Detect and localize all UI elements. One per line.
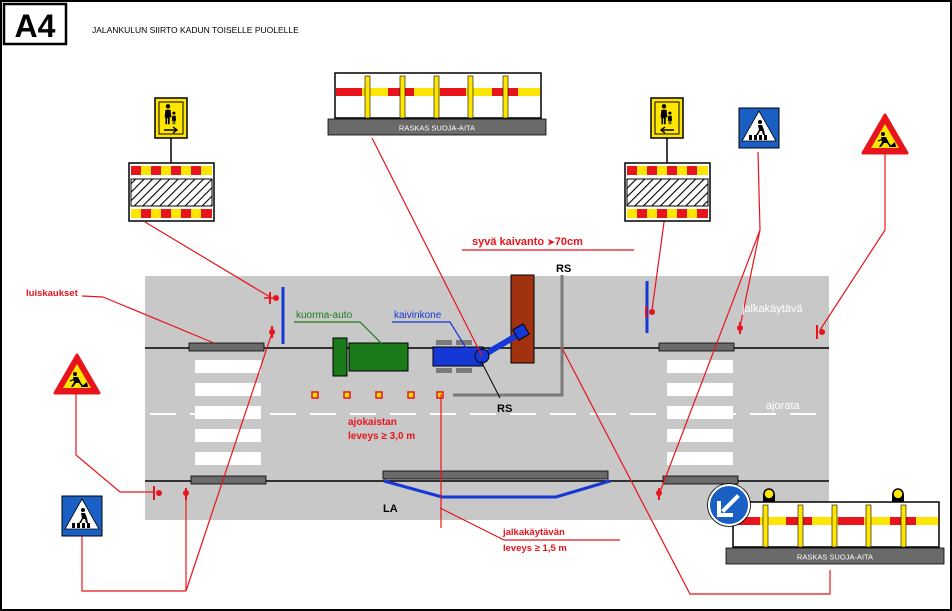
- heavy-barrier-top: RASKAS SUOJA-AITA: [327, 72, 547, 136]
- barrier-board-left: [128, 162, 215, 222]
- diagram-code: A4: [15, 8, 56, 44]
- barrier-bottom-label: RASKAS SUOJA-AITA: [797, 553, 873, 562]
- excavator-leader: [392, 321, 467, 349]
- deep-excavation-label: syvä kaivanto ➤70cm: [472, 236, 583, 248]
- ramp-lower-center: [382, 470, 609, 480]
- excavator: [432, 323, 530, 373]
- rs-label-bottom: RS: [497, 403, 512, 415]
- diagram-code-box: [2, 2, 68, 46]
- ramp-upper-left: [188, 342, 265, 352]
- keep-left-arrow-sign-icon: [707, 483, 751, 527]
- temporary-sidewalk-barrier: [383, 479, 611, 499]
- excavator-label: kaivinkone: [394, 310, 442, 321]
- diagram-title: JALANKULUN SIIRTO KADUN TOISELLE PUOLELL…: [92, 25, 299, 35]
- lane-width-label-2: leveys ≥ 3,0 m: [348, 431, 415, 442]
- pedestrian-arrow-left-sign-icon: [650, 97, 684, 163]
- la-label: LA: [383, 503, 398, 515]
- roadway-label: ajorata: [766, 400, 801, 412]
- ramp-lower-right: [662, 475, 739, 485]
- truck-label: kuorma-auto: [296, 310, 353, 321]
- crosswalk-right: [667, 360, 733, 465]
- guide-lights: [311, 391, 444, 399]
- sidewalk-label: jalkakäytävä: [741, 303, 803, 315]
- street: [145, 276, 829, 520]
- header: A4 JALANKULUN SIIRTO KADUN TOISELLE PUOL…: [2, 2, 299, 46]
- sidewalk-width-label-2: leveys ≥ 1,5 m: [503, 543, 567, 554]
- truck: [332, 337, 409, 377]
- pedestrian-arrow-right-sign-icon: [154, 97, 188, 163]
- lane-width-label-1: ajokaistan: [348, 417, 397, 428]
- crosswalk-left: [195, 360, 261, 465]
- deep-excavation: [510, 274, 535, 364]
- pedestrian-crossing-sign-icon: [61, 495, 103, 537]
- warning-light-icon: [763, 488, 775, 502]
- leader-lines: [75, 137, 886, 595]
- heavy-barrier-bottom-right: RASKAS SUOJA-AITA: [725, 488, 945, 565]
- ramps-label: luiskaukset: [26, 288, 79, 299]
- pedestrian-crossing-sign-icon: [738, 107, 780, 149]
- rs-bottom-leader: [480, 360, 501, 399]
- truck-leader: [294, 321, 383, 345]
- ramp-lower-left: [190, 475, 267, 485]
- rs-barrier-line: [453, 275, 564, 397]
- warning-light-icon: [892, 488, 904, 502]
- barrier-board-right: [624, 162, 711, 222]
- sign-post-markers: [153, 292, 825, 500]
- barrier-top-label: RASKAS SUOJA-AITA: [399, 124, 475, 133]
- rs-label-top: RS: [556, 263, 571, 275]
- ramp-upper-right: [658, 342, 735, 352]
- sidewalk-width-label-1: jalkakäytävän: [502, 527, 565, 538]
